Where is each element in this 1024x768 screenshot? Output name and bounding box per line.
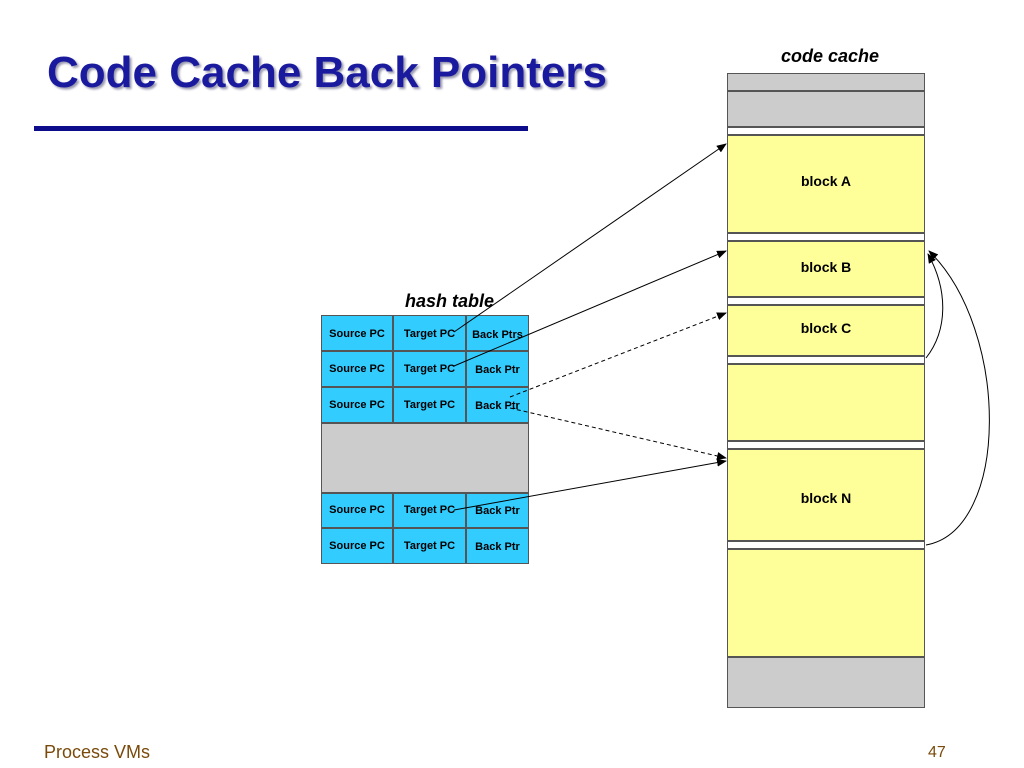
slide-title: Code Cache Back Pointers [47, 48, 607, 97]
cache-gray-top-segment [727, 73, 925, 91]
target-pc-cell: Target PC [393, 315, 466, 351]
block-n-label: block N [800, 490, 852, 506]
block-a: block A [727, 135, 925, 233]
arrow-back-ptr-to-block-n [509, 407, 727, 460]
code-cache-label: code cache [781, 46, 880, 66]
cache-gray-bottom-segment [727, 657, 925, 708]
cache-separator [727, 541, 925, 549]
arrow-target-to-block-b [453, 250, 727, 367]
cache-separator [727, 233, 925, 241]
target-pc-cell: Target PC [393, 493, 466, 528]
arrow-block-c-back-to-block-b [925, 253, 944, 359]
source-pc-cell: Source PC [321, 351, 393, 387]
target-pc-cell: Target PC [393, 528, 466, 564]
target-pc-cell: Target PC [393, 351, 466, 387]
cache-separator [727, 127, 925, 135]
hash-table-label: hash table [405, 291, 495, 311]
back-ptr-cell: Back Ptr [466, 387, 529, 423]
footer-section-title: Process VMs [44, 742, 151, 762]
cache-gray-segment [727, 91, 925, 127]
back-ptr-cell: Back Ptr [466, 493, 529, 528]
back-ptr-cell: Back Ptr [466, 528, 529, 564]
block-n: block N [727, 449, 925, 541]
block-b-label: block B [800, 259, 852, 275]
cache-separator [727, 356, 925, 364]
page-number: 47 [928, 744, 946, 761]
block-c: block C [727, 305, 925, 356]
source-pc-cell: Source PC [321, 315, 393, 351]
title-underline [34, 126, 528, 131]
target-pc-cell: Target PC [393, 387, 466, 423]
arrow-target-to-block-n [453, 458, 727, 511]
cache-block [727, 549, 925, 657]
cache-separator [727, 297, 925, 305]
block-b: block B [727, 241, 925, 297]
block-c-label: block C [800, 320, 852, 336]
hash-table-empty-area [321, 423, 529, 493]
source-pc-cell: Source PC [321, 387, 393, 423]
arrow-target-to-block-a [453, 143, 727, 333]
block-a-label: block A [800, 173, 852, 189]
arrow-block-n-back-to-block-b [925, 250, 990, 546]
cache-block [727, 364, 925, 441]
source-pc-cell: Source PC [321, 493, 393, 528]
arrow-back-ptr-to-block-c [509, 312, 727, 398]
source-pc-cell: Source PC [321, 528, 393, 564]
cache-separator [727, 441, 925, 449]
back-ptr-cell: Back Ptrs [466, 315, 529, 351]
